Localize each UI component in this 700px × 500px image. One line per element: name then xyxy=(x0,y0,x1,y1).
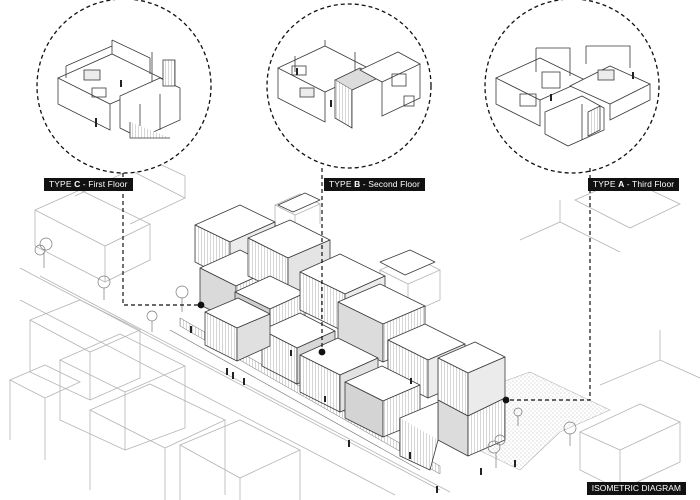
people xyxy=(550,72,634,101)
people xyxy=(296,68,332,107)
callout-label-type-c: TYPE C - First Floor xyxy=(44,178,133,191)
callout-label-type-b: TYPE B - Second Floor xyxy=(324,178,425,191)
leader-lines xyxy=(122,168,591,401)
leader-dot-type-c xyxy=(197,301,205,309)
module xyxy=(437,341,506,417)
callout-letter: C xyxy=(74,179,81,189)
diagram-caption: ISOMETRIC DIAGRAM xyxy=(586,482,686,495)
people xyxy=(190,326,516,493)
main-building xyxy=(194,192,506,471)
module xyxy=(204,297,271,362)
module xyxy=(277,192,436,276)
callout-prefix: TYPE xyxy=(329,179,352,189)
callout-floor: - Third Floor xyxy=(626,179,675,189)
callout-letter: B xyxy=(354,179,361,189)
detail-circle-type-a xyxy=(484,0,660,174)
detail-circle-type-b xyxy=(266,3,432,169)
people xyxy=(95,80,122,127)
leader-endpoints xyxy=(197,301,510,404)
detail-circle-type-c xyxy=(36,0,212,174)
callout-floor: - First Floor xyxy=(82,179,128,189)
leader-dot-type-a xyxy=(502,396,510,404)
callout-label-type-a: TYPE A - Third Floor xyxy=(588,178,680,191)
callout-letter: A xyxy=(618,179,625,189)
callout-floor: - Second Floor xyxy=(362,179,420,189)
callout-prefix: TYPE xyxy=(49,179,72,189)
trees xyxy=(34,237,577,468)
leader-dot-type-b xyxy=(318,348,326,356)
callout-prefix: TYPE xyxy=(593,179,616,189)
